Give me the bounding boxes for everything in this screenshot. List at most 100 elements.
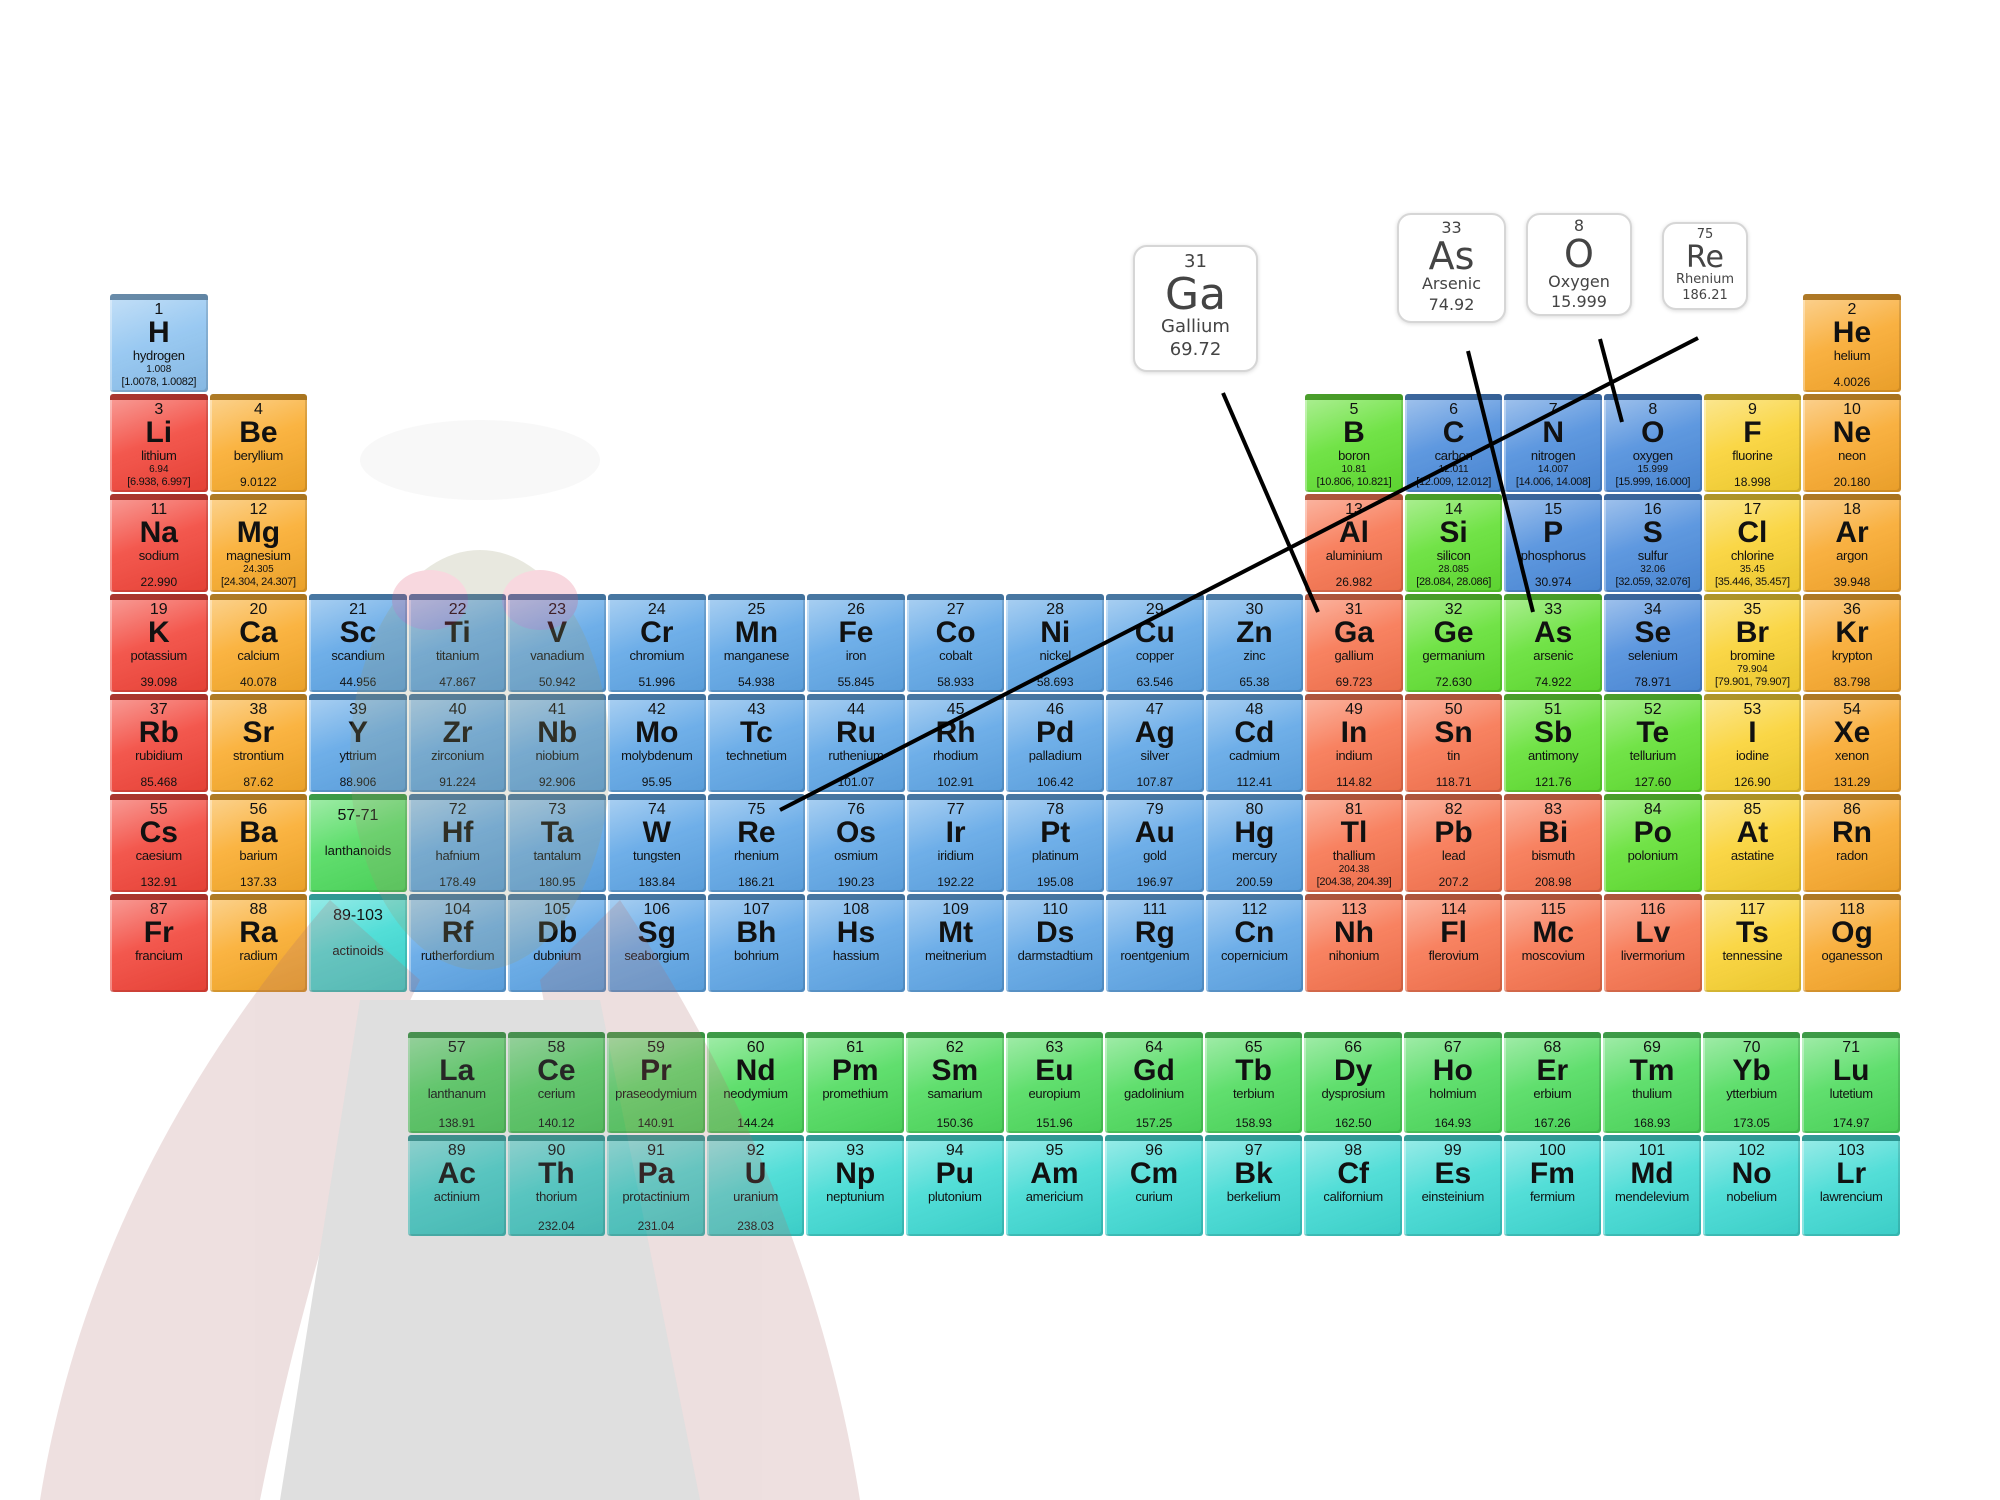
element-cell-palladium[interactable]: 46Pdpalladium106.42 <box>1006 694 1104 792</box>
element-cell-nihonium[interactable]: 113Nhnihonium <box>1305 894 1403 992</box>
element-cell-hafnium[interactable]: 72Hfhafnium178.49 <box>408 794 507 892</box>
element-cell-roentgenium[interactable]: 111Rgroentgenium <box>1106 894 1204 992</box>
element-cell-nickel[interactable]: 28Ninickel58.693 <box>1006 594 1104 692</box>
element-cell-californium[interactable]: 98Cfcalifornium <box>1304 1135 1402 1236</box>
element-cell-actinium[interactable]: 89Acactinium <box>408 1135 506 1236</box>
element-cell-aluminium[interactable]: 13Alaluminium26.982 <box>1305 494 1403 592</box>
element-cell-nobelium[interactable]: 102Nonobelium <box>1702 1135 1801 1236</box>
element-cell-silicon[interactable]: 14Sisilicon28.085[28.084, 28.086] <box>1404 494 1503 592</box>
element-cell-cadmium[interactable]: 48Cdcadmium112.41 <box>1205 694 1304 792</box>
element-cell-germanium[interactable]: 32Gegermanium72.630 <box>1404 594 1503 692</box>
element-cell-radium[interactable]: 88Raradium <box>209 894 308 992</box>
element-cell-europium[interactable]: 63Eueuropium151.96 <box>1005 1032 1104 1133</box>
element-cell-phosphorus[interactable]: 15Pphosphorus30.974 <box>1504 494 1602 592</box>
element-cell-americium[interactable]: 95Amamericium <box>1005 1135 1104 1236</box>
element-cell-hydrogen[interactable]: 1Hhydrogen1.008[1.0078, 1.0082] <box>110 294 208 392</box>
element-cell-dysprosium[interactable]: 66Dydysprosium162.50 <box>1304 1032 1402 1133</box>
element-cell-astatine[interactable]: 85Atastatine <box>1703 794 1802 892</box>
element-cell-lithium[interactable]: 3Lilithium6.94[6.938, 6.997] <box>110 394 208 492</box>
element-cell-cerium[interactable]: 58Cecerium140.12 <box>507 1032 606 1133</box>
element-cell-argon[interactable]: 18Arargon39.948 <box>1803 494 1901 592</box>
element-cell-carbon[interactable]: 6Ccarbon12.011[12.009, 12.012] <box>1404 394 1503 492</box>
element-cell-neon[interactable]: 10Neneon20.180 <box>1803 394 1901 492</box>
element-cell-gallium[interactable]: 31Gagallium69.723 <box>1305 594 1403 692</box>
element-cell-oganesson[interactable]: 118Ogoganesson <box>1803 894 1901 992</box>
element-cell-francium[interactable]: 87Frfrancium <box>110 894 208 992</box>
element-cell-zinc[interactable]: 30Znzinc65.38 <box>1205 594 1304 692</box>
element-cell-flerovium[interactable]: 114Flflerovium <box>1404 894 1503 992</box>
element-cell-copper[interactable]: 29Cucopper63.546 <box>1106 594 1204 692</box>
element-cell-curium[interactable]: 96Cmcurium <box>1105 1135 1203 1236</box>
element-cell-mendelevium[interactable]: 101Mdmendelevium <box>1603 1135 1701 1236</box>
element-cell-barium[interactable]: 56Babarium137.33 <box>209 794 308 892</box>
element-cell-thulium[interactable]: 69Tmthulium168.93 <box>1603 1032 1701 1133</box>
element-cell-terbium[interactable]: 65Tbterbium158.93 <box>1204 1032 1303 1133</box>
element-cell-titanium[interactable]: 22Tititanium47.867 <box>408 594 507 692</box>
element-cell-plutonium[interactable]: 94Puplutonium <box>906 1135 1004 1236</box>
element-cell-vanadium[interactable]: 23Vvanadium50.942 <box>508 594 606 692</box>
element-cell-selenium[interactable]: 34Seselenium78.971 <box>1604 594 1702 692</box>
element-cell-scandium[interactable]: 21Scscandium44.956 <box>309 594 407 692</box>
element-cell-fermium[interactable]: 100Fmfermium <box>1503 1135 1602 1236</box>
element-cell-rhenium[interactable]: 75Rerhenium186.21 <box>707 794 806 892</box>
element-cell-nitrogen[interactable]: 7Nnitrogen14.007[14.006, 14.008] <box>1504 394 1602 492</box>
element-cell-zirconium[interactable]: 40Zrzirconium91.224 <box>408 694 507 792</box>
element-cell-magnesium[interactable]: 12Mgmagnesium24.305[24.304, 24.307] <box>209 494 308 592</box>
element-cell-praseodymium[interactable]: 59Prpraseodymium140.91 <box>607 1032 705 1133</box>
element-cell-rubidium[interactable]: 37Rbrubidium85.468 <box>110 694 208 792</box>
element-cell-manganese[interactable]: 25Mnmanganese54.938 <box>707 594 806 692</box>
element-cell-tantalum[interactable]: 73Tatantalum180.95 <box>508 794 606 892</box>
element-cell-neodymium[interactable]: 60Ndneodymium144.24 <box>706 1032 805 1133</box>
element-cell-technetium[interactable]: 43Tctechnetium <box>707 694 806 792</box>
element-cell-calcium[interactable]: 20Cacalcium40.078 <box>209 594 308 692</box>
element-cell-chromium[interactable]: 24Crchromium51.996 <box>608 594 706 692</box>
element-cell-rhodium[interactable]: 45Rhrhodium102.91 <box>906 694 1005 792</box>
element-cell-niobium[interactable]: 41Nbniobium92.906 <box>508 694 606 792</box>
element-cell-neptunium[interactable]: 93Npneptunium <box>806 1135 904 1236</box>
element-cell-meitnerium[interactable]: 109Mtmeitnerium <box>906 894 1005 992</box>
element-cell-darmstadtium[interactable]: 110Dsdarmstadtium <box>1006 894 1104 992</box>
element-cell-tennessine[interactable]: 117Tstennessine <box>1703 894 1802 992</box>
element-cell-radon[interactable]: 86Rnradon <box>1803 794 1901 892</box>
element-cell-thorium[interactable]: 90Ththorium232.04 <box>507 1135 606 1236</box>
element-cell-lawrencium[interactable]: 103Lrlawrencium <box>1802 1135 1900 1236</box>
element-cell-einsteinium[interactable]: 99Eseinsteinium <box>1404 1135 1502 1236</box>
element-cell-dubnium[interactable]: 105Dbdubnium <box>508 894 606 992</box>
element-cell-rutherfordium[interactable]: 104Rfrutherfordium <box>408 894 507 992</box>
element-cell-gadolinium[interactable]: 64Gdgadolinium157.25 <box>1105 1032 1203 1133</box>
element-cell-copernicium[interactable]: 112Cncopernicium <box>1205 894 1304 992</box>
element-cell-polonium[interactable]: 84Popolonium <box>1604 794 1702 892</box>
element-cell-tin[interactable]: 50Sntin118.71 <box>1404 694 1503 792</box>
element-cell-beryllium[interactable]: 4Beberyllium9.0122 <box>209 394 308 492</box>
element-cell-uranium[interactable]: 92Uuranium238.03 <box>706 1135 805 1236</box>
element-cell-arsenic[interactable]: 33Asarsenic74.922 <box>1504 594 1602 692</box>
element-cell-mercury[interactable]: 80Hgmercury200.59 <box>1205 794 1304 892</box>
element-cell-livermorium[interactable]: 116Lvlivermorium <box>1604 894 1702 992</box>
element-cell-bismuth[interactable]: 83Bibismuth208.98 <box>1504 794 1602 892</box>
element-cell-sodium[interactable]: 11Nasodium22.990 <box>110 494 208 592</box>
element-cell-helium[interactable]: 2Hehelium4.0026 <box>1803 294 1901 392</box>
element-cell-chlorine[interactable]: 17Clchlorine35.45[35.446, 35.457] <box>1703 494 1802 592</box>
element-cell-lutetium[interactable]: 71Lulutetium174.97 <box>1802 1032 1900 1133</box>
element-cell-sulfur[interactable]: 16Ssulfur32.06[32.059, 32.076] <box>1604 494 1702 592</box>
element-cell-oxygen[interactable]: 8Ooxygen15.999[15.999, 16.000] <box>1604 394 1702 492</box>
element-cell-tellurium[interactable]: 52Tetellurium127.60 <box>1604 694 1702 792</box>
element-cell-erbium[interactable]: 68Ererbium167.26 <box>1503 1032 1602 1133</box>
element-cell-samarium[interactable]: 62Smsamarium150.36 <box>906 1032 1004 1133</box>
element-cell-fluorine[interactable]: 9Ffluorine18.998 <box>1703 394 1802 492</box>
element-cell-molybdenum[interactable]: 42Momolybdenum95.95 <box>608 694 706 792</box>
element-cell-holmium[interactable]: 67Hoholmium164.93 <box>1404 1032 1502 1133</box>
element-cell-potassium[interactable]: 19Kpotassium39.098 <box>110 594 208 692</box>
element-cell-berkelium[interactable]: 97Bkberkelium <box>1204 1135 1303 1236</box>
element-cell-caesium[interactable]: 55Cscaesium132.91 <box>110 794 208 892</box>
element-cell-tungsten[interactable]: 74Wtungsten183.84 <box>608 794 706 892</box>
element-cell-silver[interactable]: 47Agsilver107.87 <box>1106 694 1204 792</box>
element-cell-xenon[interactable]: 54Xexenon131.29 <box>1803 694 1901 792</box>
element-cell-krypton[interactable]: 36Krkrypton83.798 <box>1803 594 1901 692</box>
element-cell-boron[interactable]: 5Bboron10.81[10.806, 10.821] <box>1305 394 1403 492</box>
element-cell-iridium[interactable]: 77Iriridium192.22 <box>906 794 1005 892</box>
element-cell-protactinium[interactable]: 91Paprotactinium231.04 <box>607 1135 705 1236</box>
element-cell-iron[interactable]: 26Feiron55.845 <box>807 594 905 692</box>
element-cell-iodine[interactable]: 53Iiodine126.90 <box>1703 694 1802 792</box>
element-cell-osmium[interactable]: 76Ososmium190.23 <box>807 794 905 892</box>
